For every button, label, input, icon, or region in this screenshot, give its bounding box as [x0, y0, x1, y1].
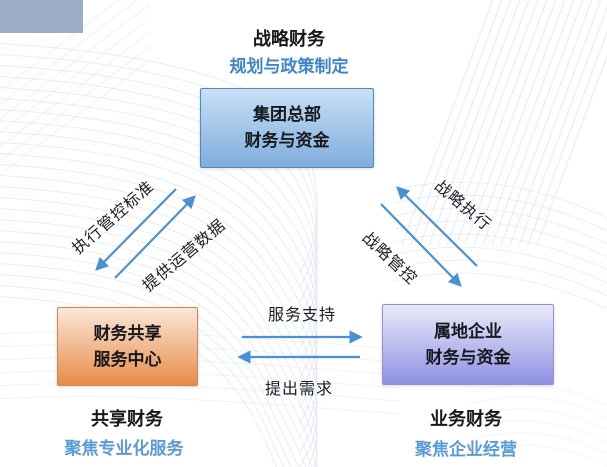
node-headquarters-line1: 集团总部 — [253, 105, 321, 124]
business-finance-subtitle: 聚焦企业经营 — [415, 440, 517, 459]
label-raise-demand: 提出需求 — [264, 381, 334, 398]
strategic-finance-title: 战略财务 — [253, 29, 325, 49]
business-finance-title: 业务财务 — [430, 409, 502, 429]
node-local-enterprise-finance: 属地企业 财务与资金 — [382, 304, 554, 385]
node-shared-service-center: 财务共享 服务中心 — [57, 307, 198, 386]
node-local-line1: 属地企业 — [434, 321, 502, 341]
label-service-support: 服务支持 — [267, 307, 337, 324]
node-headquarters-line2: 财务与资金 — [244, 131, 330, 150]
corner-accent-block — [0, 0, 83, 33]
node-shared-line2: 服务中心 — [93, 349, 162, 369]
node-shared-line1: 财务共享 — [93, 323, 162, 343]
strategic-finance-subtitle: 规划与政策制定 — [229, 57, 349, 76]
node-local-line2: 财务与资金 — [425, 347, 511, 367]
shared-finance-title: 共享财务 — [91, 409, 163, 429]
shared-finance-subtitle: 聚焦专业化服务 — [64, 439, 184, 458]
node-headquarters-finance: 集团总部 财务与资金 — [200, 88, 374, 168]
